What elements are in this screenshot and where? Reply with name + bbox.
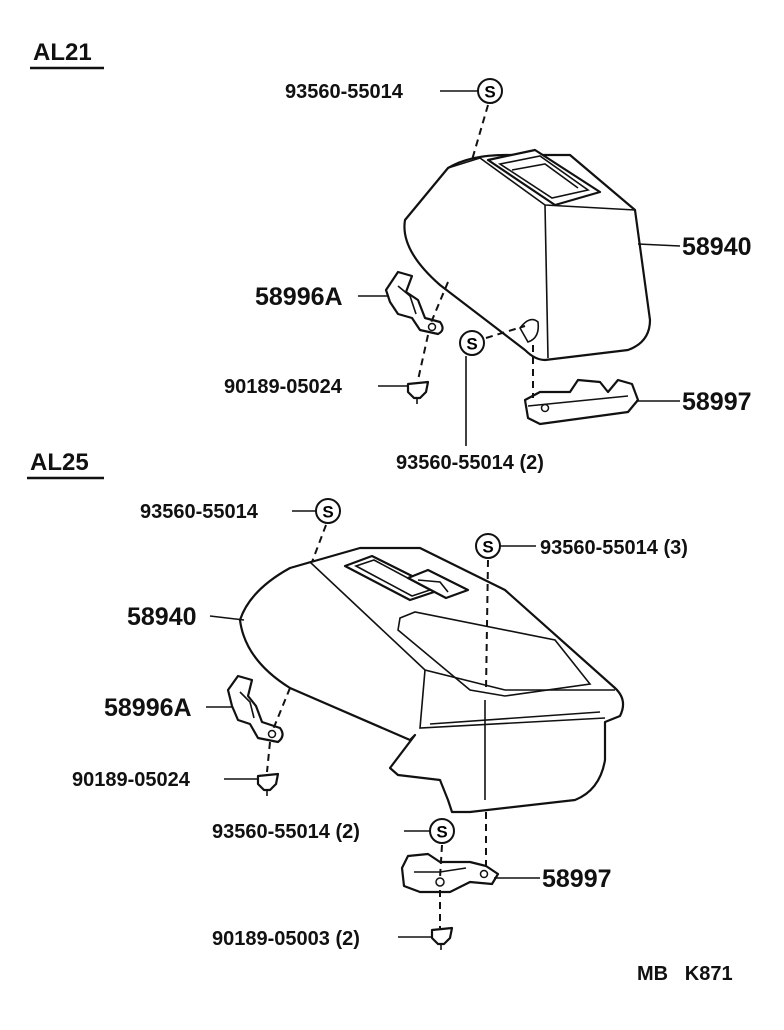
svg-text:S: S xyxy=(484,83,495,102)
screw-symbol: S xyxy=(459,330,485,356)
svg-text:S: S xyxy=(466,335,477,354)
guide-line xyxy=(485,559,489,691)
guide-line xyxy=(266,741,271,773)
label-screw-right-al25: 93560-55014 (3) xyxy=(540,537,688,559)
label-bracket-left-al21: 58996A xyxy=(255,283,343,311)
label-clip-left-al25: 90189-05024 xyxy=(72,769,191,791)
bracket-58996a-al25 xyxy=(226,674,284,744)
diagram-code: MB K871 xyxy=(637,963,733,985)
label-clip-bottom-al25: 90189-05003 (2) xyxy=(212,928,360,950)
guide-line xyxy=(271,687,291,733)
section-label-al25: AL25 xyxy=(30,449,89,476)
label-bracket-right-al21: 58997 xyxy=(682,388,752,416)
guide-line xyxy=(311,524,327,563)
label-clip-left-al21: 90189-05024 xyxy=(224,376,343,398)
bracket-58996a-al21 xyxy=(384,270,444,336)
svg-text:S: S xyxy=(482,538,493,557)
screw-symbol: S xyxy=(315,498,341,524)
label-screw-top-al25: 93560-55014 xyxy=(140,501,259,523)
screw-symbol: S xyxy=(477,78,503,104)
clip-90189-05024-al21 xyxy=(406,380,430,404)
label-screw-bottom-al25: 93560-55014 (2) xyxy=(212,821,360,843)
label-cover-al25: 58940 xyxy=(127,603,197,631)
label-bracket-right-al25: 58997 xyxy=(542,865,612,893)
guide-line xyxy=(471,104,489,161)
clip-90189-05003-al25 xyxy=(430,926,454,950)
label-screw-bottom-al21: 93560-55014 (2) xyxy=(396,452,544,474)
guide-line xyxy=(429,281,449,326)
screw-symbol: S xyxy=(429,818,455,844)
guide-line xyxy=(417,334,429,381)
bracket-58997-al25 xyxy=(400,852,500,894)
svg-text:S: S xyxy=(436,823,447,842)
svg-text:S: S xyxy=(322,503,333,522)
screw-symbol: S xyxy=(475,533,501,559)
center-console-cover-al21 xyxy=(403,148,652,362)
bracket-58997-al21 xyxy=(523,378,640,426)
leader-line xyxy=(637,243,681,247)
leader-line xyxy=(209,615,245,621)
label-cover-al21: 58940 xyxy=(682,233,752,261)
guide-line xyxy=(485,325,526,339)
clip-90189-05024-al25 xyxy=(256,772,280,796)
guide-line xyxy=(439,844,443,879)
label-bracket-left-al25: 58996A xyxy=(104,694,192,722)
label-screw-top-al21: 93560-55014 xyxy=(285,81,404,103)
section-label-al21: AL21 xyxy=(33,39,92,66)
center-console-cover-al25 xyxy=(238,546,625,814)
